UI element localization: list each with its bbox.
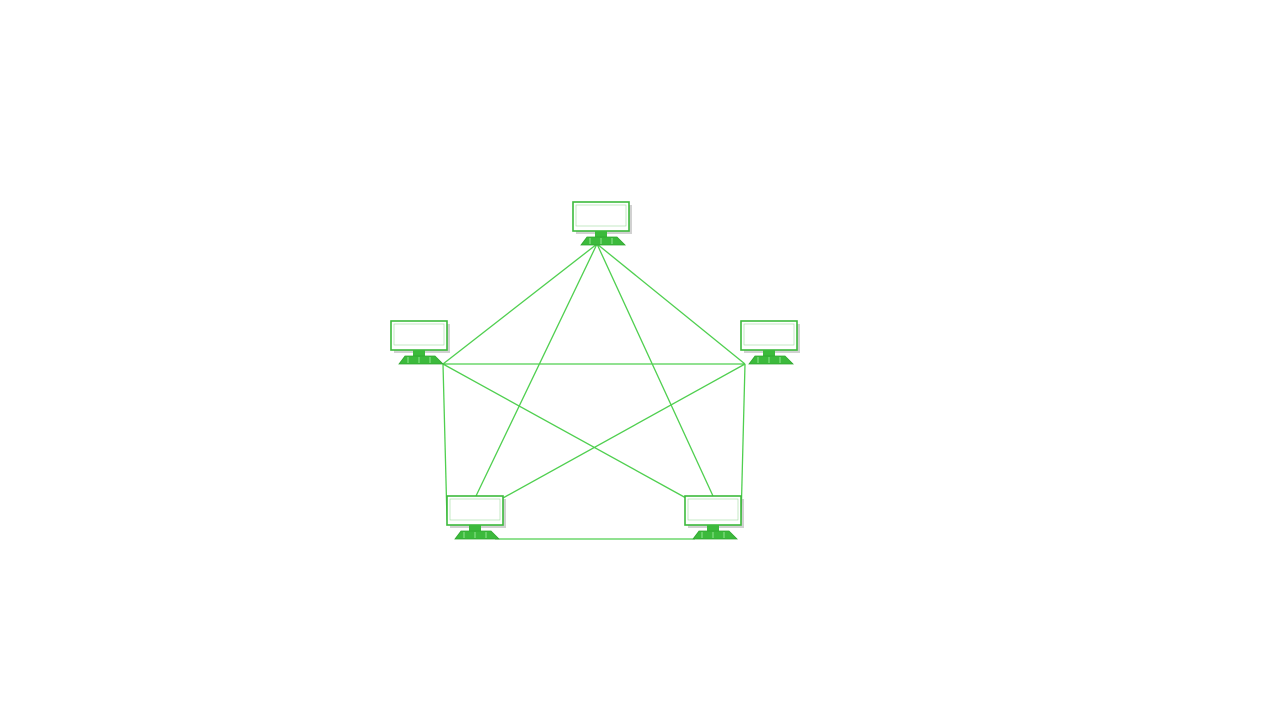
link-left-bottom-right xyxy=(442,363,687,499)
computer-icon xyxy=(684,495,744,540)
link-left-bottom-left xyxy=(442,363,448,521)
link-top-right xyxy=(596,243,746,365)
computer-icon xyxy=(390,320,450,365)
computer-icon xyxy=(572,201,632,246)
link-top-bottom-right xyxy=(596,243,714,497)
nodes-layer xyxy=(390,201,800,540)
computer-icon xyxy=(740,320,800,365)
link-top-left xyxy=(442,243,598,365)
links-layer xyxy=(442,243,746,540)
link-top-bottom-left xyxy=(475,243,598,497)
computer-icon xyxy=(446,495,506,540)
link-right-bottom-right xyxy=(740,363,746,521)
link-right-bottom-left xyxy=(502,363,746,499)
